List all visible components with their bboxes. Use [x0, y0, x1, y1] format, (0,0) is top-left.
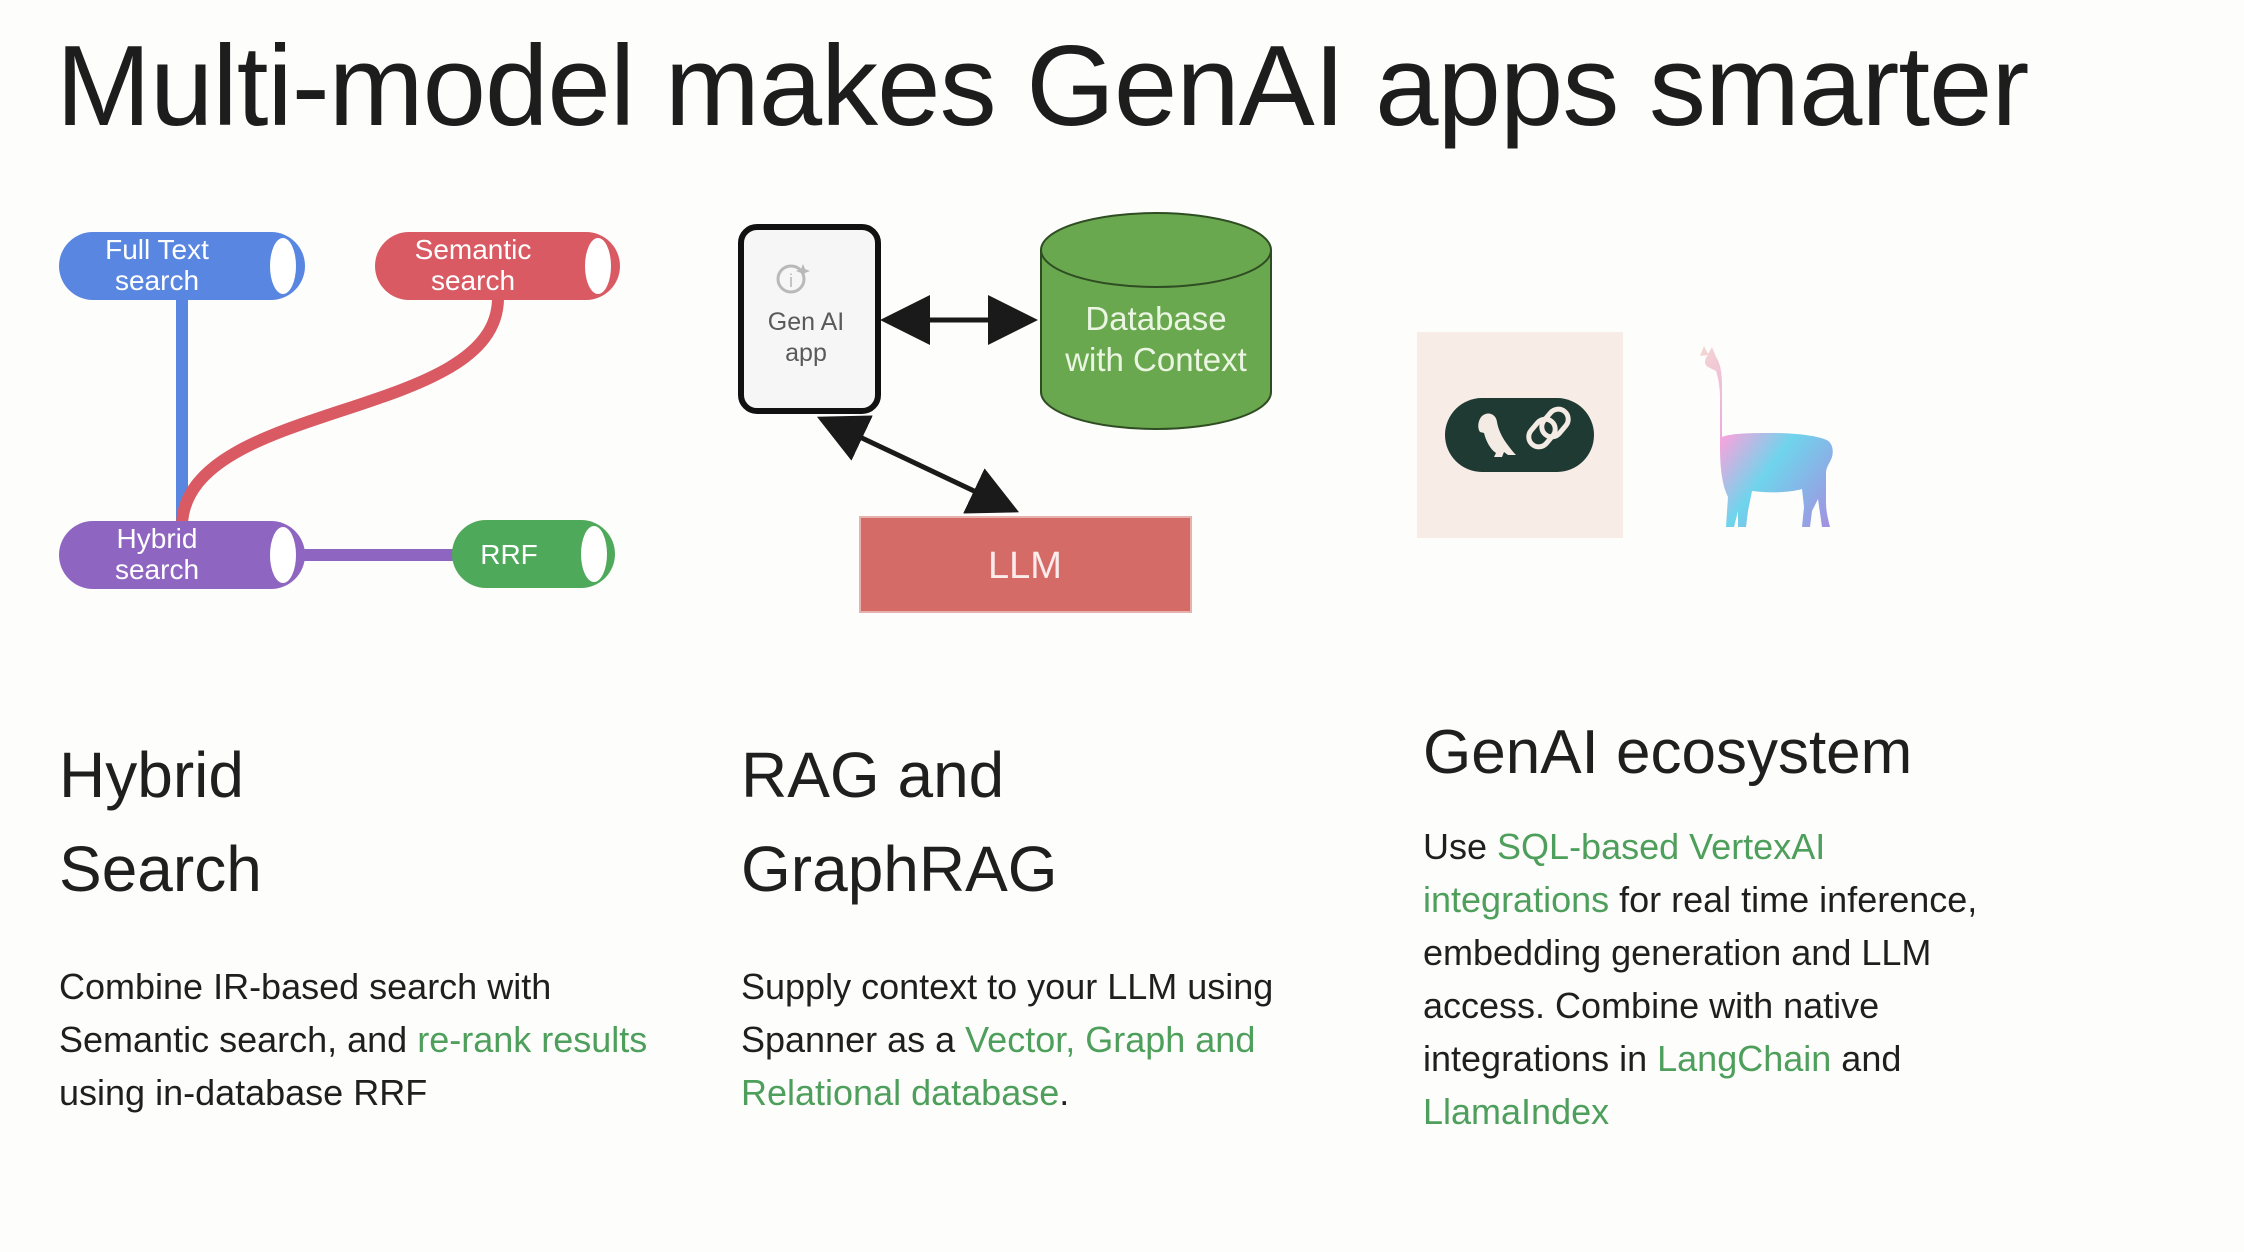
node-label-line1: RRF — [480, 539, 538, 570]
body-text: for real time inference, embedding gener… — [1423, 879, 1978, 1079]
db-label-line1: Database — [1085, 300, 1226, 337]
node-label-line1: Full Text — [105, 234, 209, 265]
column-body: Use SQL-based VertexAI integrations for … — [1423, 820, 1993, 1138]
parrot-icon — [1478, 413, 1516, 457]
body-text: Use — [1423, 826, 1498, 867]
db-label-line2: with Context — [1064, 341, 1247, 378]
hybrid-search-diagram: Full Text search Semantic search Hybrid … — [59, 232, 620, 589]
column-heading-line1: Hybrid — [59, 739, 244, 811]
slide-title: Multi-model makes GenAI apps smarter — [56, 23, 2029, 150]
llamaindex-logo — [1700, 346, 1833, 527]
node-label-line2: search — [431, 265, 515, 296]
arrow-app-llm — [816, 415, 1020, 514]
body-highlight-langchain: LangChain — [1657, 1038, 1832, 1079]
diagrams-canvas: Full Text search Semantic search Hybrid … — [59, 212, 1833, 613]
body-highlight-database-types: Vector, Graph and Relational database — [741, 1019, 1256, 1113]
app-label-line2: app — [785, 339, 827, 367]
node-semantic-search: Semantic search — [375, 232, 620, 300]
column-heading-line1: RAG and — [741, 739, 1005, 811]
node-label-line1: Semantic — [415, 234, 532, 265]
rag-diagram: i Gen AI app Database with Context LLM — [738, 212, 1272, 613]
column-heading-line2: Search — [59, 833, 262, 905]
langchain-logo — [1417, 332, 1623, 538]
body-text: using in-database RRF — [59, 1072, 428, 1113]
gemini-info-icon: i — [776, 264, 810, 294]
column-hybrid-search: Hybrid Search Combine IR-based search wi… — [59, 728, 679, 1119]
body-text: Combine IR-based search with Semantic se… — [59, 966, 552, 1060]
ecosystem-logos — [1417, 332, 1833, 538]
column-rag-graphrag: RAG and GraphRAG Supply context to your … — [741, 728, 1341, 1119]
llm-label: LLM — [988, 545, 1062, 587]
body-highlight-llamaindex: LlamaIndex — [1423, 1091, 1610, 1132]
column-body: Supply context to your LLM using Spanner… — [741, 960, 1341, 1119]
body-text: and — [1831, 1038, 1902, 1079]
node-hybrid-search: Hybrid search — [59, 521, 305, 589]
body-text: . — [1059, 1072, 1070, 1113]
node-label-line2: search — [115, 554, 199, 585]
column-genai-ecosystem: GenAI ecosystem Use SQL-based VertexAI i… — [1423, 708, 1993, 1138]
body-highlight-re-rank: re-rank results — [417, 1019, 648, 1060]
node-gen-ai-app: i Gen AI app — [738, 224, 881, 414]
node-database-with-context: Database with Context — [1040, 212, 1272, 430]
node-label-line1: Hybrid — [117, 523, 198, 554]
column-heading: GenAI ecosystem — [1423, 718, 1913, 787]
body-highlight-vertexai: SQL-based VertexAI integrations — [1423, 826, 1826, 920]
app-label-line1: Gen AI — [768, 308, 844, 336]
node-rrf: RRF — [452, 520, 615, 588]
column-heading-line2: GraphRAG — [741, 833, 1058, 905]
node-full-text-search: Full Text search — [59, 232, 305, 300]
node-label-line2: search — [115, 265, 199, 296]
svg-text:i: i — [789, 271, 793, 291]
node-llm: LLM — [859, 516, 1192, 613]
column-body: Combine IR-based search with Semantic se… — [59, 960, 679, 1119]
llama-icon — [1700, 346, 1833, 527]
body-text: Supply context to your LLM using Spanner… — [741, 966, 1274, 1060]
chain-link-icon — [1526, 406, 1571, 450]
edge-semantic-to-hybrid — [176, 297, 504, 524]
